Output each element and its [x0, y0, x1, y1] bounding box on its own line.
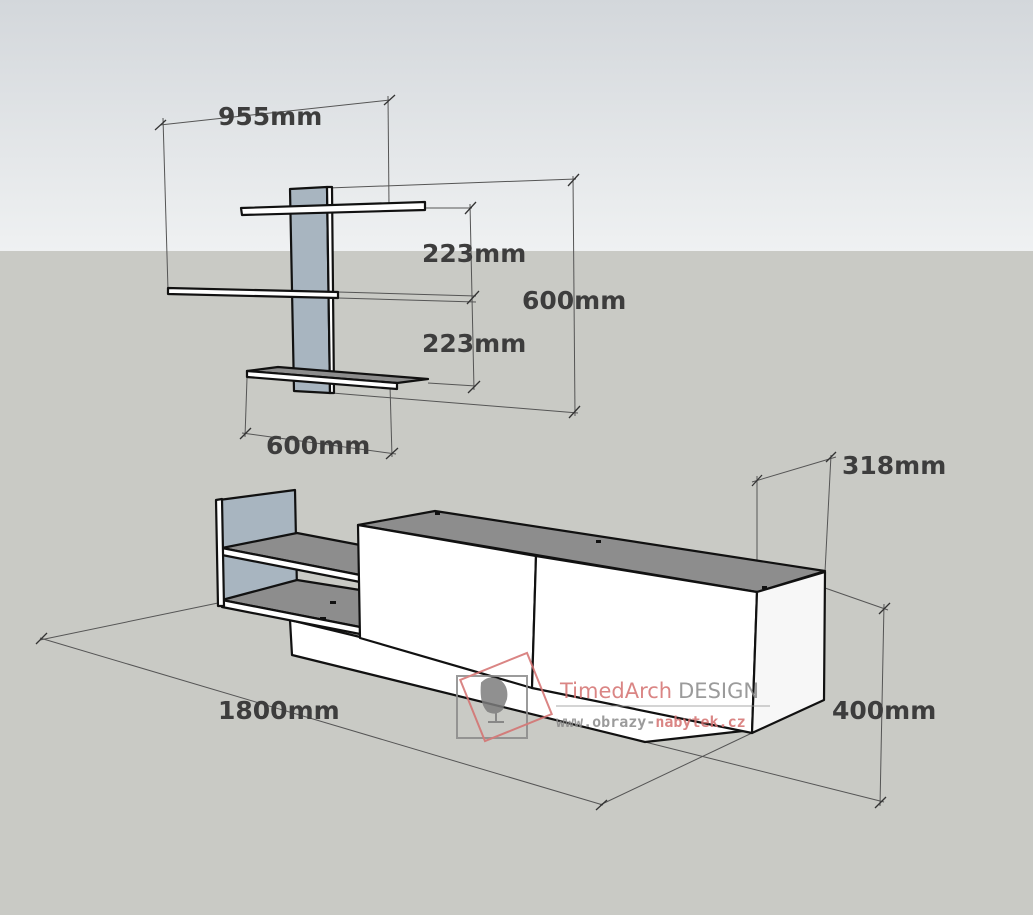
sky-background	[0, 0, 1033, 251]
bottom-shelf-front	[245, 369, 399, 391]
tv-unit	[214, 488, 827, 744]
open-unit-side	[214, 497, 226, 608]
label-shelf-spacing-lower: 223mm	[422, 329, 526, 358]
label-bottom-shelf-width: 600mm	[266, 431, 370, 460]
cabinet-side	[750, 570, 827, 735]
watermark-url: www.obrazy-nabytek.cz	[556, 713, 746, 731]
label-cabinet-height: 400mm	[832, 696, 936, 725]
label-shelf-spacing-upper: 223mm	[422, 239, 526, 268]
top-shelf	[239, 200, 427, 217]
chair-icon	[480, 677, 508, 723]
label-wall-unit-height: 600mm	[522, 286, 626, 315]
label-cabinet-length: 1800mm	[218, 696, 340, 725]
wall-shelf-unit	[166, 185, 430, 395]
wall-unit-dimension-lines	[154, 94, 581, 460]
middle-shelf	[166, 286, 340, 300]
tv-unit-dimension-lines	[35, 451, 891, 811]
label-wall-shelf-width: 955mm	[218, 102, 322, 131]
label-cabinet-depth: 318mm	[842, 451, 946, 480]
